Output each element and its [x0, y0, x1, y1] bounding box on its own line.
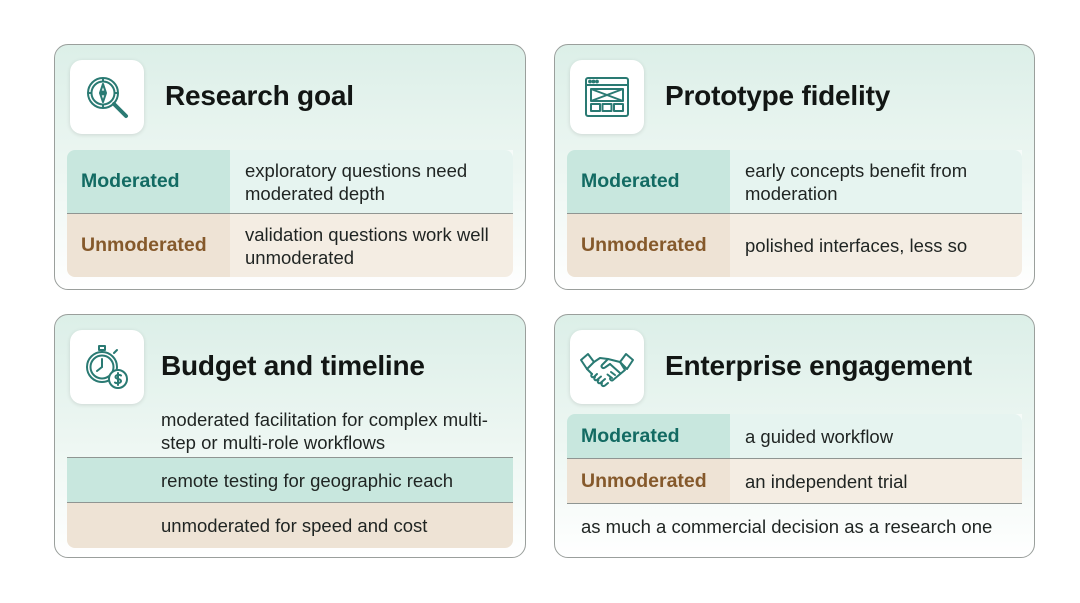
comparison-rows: Moderated exploratory questions need mod… — [67, 150, 513, 277]
summary-row: as much a commercial decision as a resea… — [567, 504, 1022, 549]
research-goal-card: Research goal Moderated exploratory ques… — [54, 44, 526, 290]
summary-note: as much a commercial decision as a resea… — [581, 516, 993, 537]
moderated-label: Moderated — [581, 170, 680, 192]
unmoderated-value: validation questions work well unmoderat… — [230, 214, 513, 277]
unmoderated-row: Unmoderated an independent trial — [567, 459, 1022, 504]
remote-note: remote testing for geographic reach — [161, 469, 454, 491]
budget-timeline-card: Budget and timeline moderated facilitati… — [54, 314, 526, 558]
unmoderated-label: Unmoderated — [81, 234, 207, 256]
unmoderated-label: Unmoderated — [581, 234, 707, 256]
unmoderated-row: Unmoderated validation questions work we… — [67, 214, 513, 277]
compass-magnifier-icon — [70, 60, 144, 134]
enterprise-engagement-card: Enterprise engagement Moderated a guided… — [554, 314, 1035, 558]
comparison-rows: Moderated a guided workflow Unmoderated … — [567, 414, 1022, 549]
moderated-value: a guided workflow — [730, 414, 1022, 458]
stopwatch-dollar-icon — [70, 330, 144, 404]
unmoderated-label: Unmoderated — [581, 469, 707, 492]
handshake-icon — [570, 330, 644, 404]
comparison-rows: Moderated early concepts benefit from mo… — [567, 150, 1022, 277]
moderated-note: moderated facilitation for complex multi… — [161, 408, 488, 453]
comparison-rows: moderated facilitation for complex multi… — [67, 404, 513, 548]
moderated-note-row: moderated facilitation for complex multi… — [67, 404, 513, 458]
moderated-row: Moderated exploratory questions need mod… — [67, 150, 513, 214]
moderated-row: Moderated early concepts benefit from mo… — [567, 150, 1022, 214]
prototype-fidelity-card: Prototype fidelity Moderated early conce… — [554, 44, 1035, 290]
wireframe-window-icon — [570, 60, 644, 134]
unmoderated-value: an independent trial — [730, 459, 1022, 503]
moderated-label: Moderated — [581, 424, 680, 447]
moderated-row: Moderated a guided workflow — [567, 414, 1022, 459]
card-title: Budget and timeline — [161, 350, 425, 381]
card-title: Research goal — [165, 80, 354, 111]
unmoderated-value: polished interfaces, less so — [730, 214, 1022, 277]
remote-note-row: remote testing for geographic reach — [67, 458, 513, 503]
moderated-label: Moderated — [81, 170, 180, 192]
card-title: Prototype fidelity — [665, 80, 891, 111]
moderated-value: exploratory questions need moderated dep… — [230, 150, 513, 213]
card-title: Enterprise engagement — [665, 350, 972, 381]
moderated-value: early concepts benefit from moderation — [730, 150, 1022, 213]
unmoderated-note-row: unmoderated for speed and cost — [67, 503, 513, 548]
unmoderated-note: unmoderated for speed and cost — [161, 515, 428, 536]
unmoderated-row: Unmoderated polished interfaces, less so — [567, 214, 1022, 277]
